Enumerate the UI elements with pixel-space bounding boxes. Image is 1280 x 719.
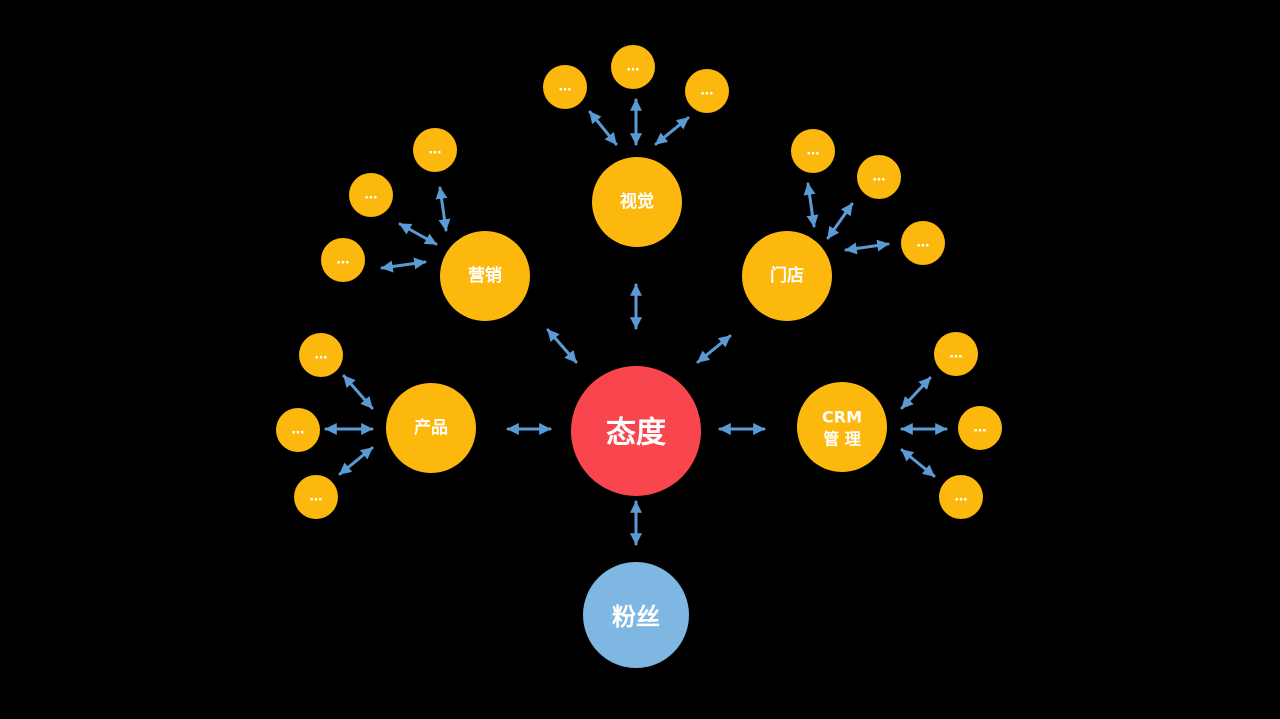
arrow-store-leaf-3 xyxy=(844,239,890,255)
leaf-node xyxy=(543,65,587,109)
arrow-product-leaf-1 xyxy=(342,374,374,410)
leaf-node xyxy=(685,69,729,113)
branch-marketing: 营销 … … … xyxy=(321,128,530,321)
branch-visual-circle xyxy=(592,157,682,247)
leaf-node xyxy=(901,221,945,265)
leaf-label: … xyxy=(292,423,305,438)
leaf-node xyxy=(791,129,835,173)
fans-circle xyxy=(583,562,689,668)
arrow-store-leaf-2 xyxy=(826,202,854,240)
arrow-center-marketing xyxy=(546,328,578,364)
leaf-label: … xyxy=(917,236,930,251)
arrows-layer xyxy=(324,98,948,546)
leaf-label: … xyxy=(873,170,886,185)
leaf-label: … xyxy=(627,60,640,75)
branch-marketing-label: 营销 xyxy=(468,265,502,286)
leaf-node xyxy=(349,173,393,217)
branch-visual: 视觉 … … … xyxy=(543,45,729,247)
leaf-label: … xyxy=(974,421,987,436)
leaf-node xyxy=(857,155,901,199)
branch-crm-label-line2: 管 理 xyxy=(823,430,861,449)
leaf-label: … xyxy=(365,188,378,203)
leaf-node xyxy=(611,45,655,89)
leaf-label: … xyxy=(337,253,350,268)
arrow-store-leaf-1 xyxy=(803,182,819,228)
store-leaves: … … … xyxy=(791,129,945,265)
arrow-center-store xyxy=(696,334,732,364)
leaf-label: … xyxy=(310,490,323,505)
center-circle xyxy=(571,366,701,496)
leaf-label: … xyxy=(315,348,328,363)
leaf-node xyxy=(294,475,338,519)
arrow-visual-leaf-1 xyxy=(588,110,618,146)
fans-label: 粉丝 xyxy=(612,603,660,631)
arrow-marketing-leaf-1 xyxy=(380,257,427,273)
leaf-label: … xyxy=(701,84,714,99)
leaf-label: … xyxy=(955,490,968,505)
branch-store: 门店 … … … xyxy=(742,129,945,321)
visual-leaves: … … … xyxy=(543,45,729,113)
branch-marketing-circle xyxy=(440,231,530,321)
fans-node: 粉丝 xyxy=(583,562,689,668)
leaf-node xyxy=(939,475,983,519)
arrow-visual-leaf-3 xyxy=(654,116,690,146)
leaf-node xyxy=(321,238,365,282)
arrow-crm-leaf-3 xyxy=(900,448,936,478)
arrow-marketing-leaf-2 xyxy=(398,222,438,246)
branch-crm: CRM 管 理 … … … xyxy=(797,332,1002,519)
branch-crm-label-line1: CRM xyxy=(822,408,862,427)
branch-visual-label: 视觉 xyxy=(620,191,654,212)
branch-store-circle xyxy=(742,231,832,321)
leaf-node xyxy=(276,408,320,452)
leaf-label: … xyxy=(950,347,963,362)
center-node: 态度 xyxy=(571,366,701,496)
branch-store-label: 门店 xyxy=(770,265,804,286)
leaf-node xyxy=(958,406,1002,450)
arrow-crm-leaf-1 xyxy=(900,376,932,410)
marketing-leaves: … … … xyxy=(321,128,457,282)
product-leaves: … … … xyxy=(276,333,343,519)
leaf-label: … xyxy=(429,143,442,158)
crm-leaves: … … … xyxy=(934,332,1002,519)
leaf-node xyxy=(413,128,457,172)
leaf-label: … xyxy=(807,144,820,159)
branch-crm-circle xyxy=(797,382,887,472)
arrow-product-leaf-3 xyxy=(338,446,374,476)
leaf-label: … xyxy=(559,80,572,95)
branch-product-label: 产品 xyxy=(414,417,448,438)
branch-product-circle xyxy=(386,383,476,473)
leaf-node xyxy=(934,332,978,376)
branch-product: 产品 … … … xyxy=(276,333,476,519)
leaf-node xyxy=(299,333,343,377)
center-label: 态度 xyxy=(606,416,666,451)
arrow-marketing-leaf-3 xyxy=(435,186,451,232)
